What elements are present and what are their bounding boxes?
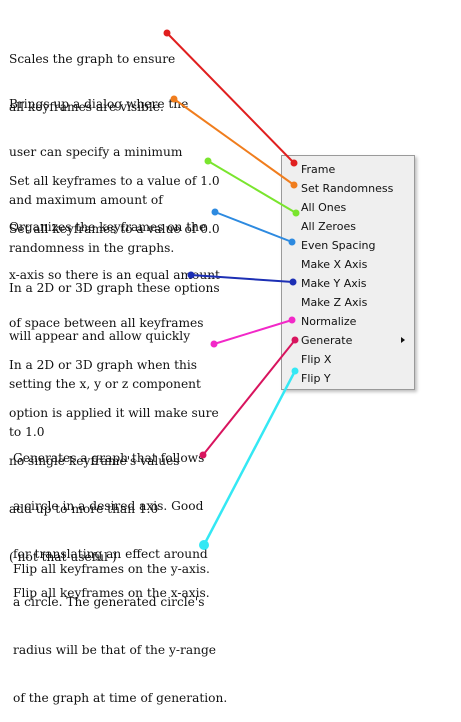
menu-item-all-zeroes[interactable]: All Zeroes: [301, 220, 356, 233]
annotation-line: add up to more than 1.0: [9, 502, 159, 516]
annotation-line: no single keyframe's values: [9, 454, 180, 468]
connector-dot: [288, 238, 296, 246]
context-menu: Frame Set Randomness All Ones All Zeroes…: [281, 155, 415, 390]
annotation-line: Generates a graph that follows: [13, 451, 205, 465]
connector-dot: [292, 209, 300, 217]
annotation-all-ones-zeroes: Set all keyframes to a value of 1.0 Set …: [9, 141, 220, 253]
annotation-flip-x: Flip all keyframes on the y-axis.: [13, 529, 210, 593]
connector-dot: [210, 340, 218, 348]
annotation-line: Brings up a dialog where the: [9, 97, 189, 111]
menu-item-generate-label: Generate: [301, 334, 353, 347]
connector-dot: [289, 278, 297, 286]
connector-generate: [199, 336, 299, 459]
connector-line: [214, 211, 293, 243]
annotation-line: a circle in a desired axis. Good: [13, 499, 204, 513]
annotation-line: user can specify a minimum: [9, 145, 183, 159]
menu-item-flip-x[interactable]: Flip X: [301, 353, 332, 366]
connector-even-spacing: [211, 208, 296, 246]
annotation-line: and maximum amount of: [9, 193, 163, 207]
annotation-line: Set all keyframes to a value of 0.0: [9, 222, 220, 236]
connector-line: [202, 370, 297, 546]
annotation-line: Organizes the keyframes on the: [9, 220, 207, 234]
connector-dot: [163, 29, 171, 37]
menu-item-all-ones[interactable]: All Ones: [301, 201, 347, 214]
annotation-frame: Scales the graph to ensure all keyframes…: [9, 19, 175, 131]
connector-set-randomness: [170, 95, 298, 189]
connector-dot: [288, 316, 296, 324]
annotation-even-spacing: Organizes the keyframes on the x-axis so…: [9, 187, 220, 347]
menu-item-make-z-axis[interactable]: Make Z Axis: [301, 296, 368, 309]
annotation-line: to 1.0: [9, 425, 45, 439]
annotation-line: radius will be that of the y-range: [13, 643, 216, 657]
menu-item-set-randomness[interactable]: Set Randomness: [301, 182, 394, 195]
annotation-line: will appear and allow quickly: [9, 329, 191, 343]
annotation-make-axis: In a 2D or 3D graph these options will a…: [9, 248, 220, 456]
annotation-normalize: In a 2D or 3D graph when this option is …: [9, 325, 219, 581]
annotation-set-randomness: Brings up a dialog where the user can sp…: [9, 64, 188, 272]
connector-line: [173, 98, 295, 186]
connector-line: [190, 274, 294, 283]
annotation-line: for translating an effect around: [13, 547, 208, 561]
connector-line: [207, 160, 297, 214]
connector-dot: [291, 336, 299, 344]
connector-make-y-axis: [187, 271, 297, 286]
annotation-line: x-axis so there is an equal amount: [9, 268, 220, 282]
connector-dot: [290, 181, 298, 189]
connector-frame: [163, 29, 298, 167]
annotation-line: option is applied it will make sure: [9, 406, 219, 420]
connector-dot: [204, 157, 212, 165]
connector-dot: [291, 367, 299, 375]
connector-dot: [290, 159, 298, 167]
menu-item-make-y-axis[interactable]: Make Y Axis: [301, 277, 367, 290]
annotation-line: Flip all keyframes on the x-axis.: [13, 586, 210, 600]
annotation-line: In a 2D or 3D graph when this: [9, 358, 198, 372]
menu-item-frame[interactable]: Frame: [301, 163, 336, 176]
connector-line: [202, 339, 296, 456]
menu-item-make-x-axis[interactable]: Make X Axis: [301, 258, 368, 271]
connector-normalize: [210, 316, 296, 348]
annotation-line: randomness in the graphs.: [9, 241, 175, 255]
connector-all-ones: [204, 157, 300, 217]
connector-flip-y: [199, 367, 299, 550]
connector-dot: [187, 271, 195, 279]
annotation-line: all keyframes are visible.: [9, 100, 164, 114]
menu-item-even-spacing[interactable]: Even Spacing: [301, 239, 376, 252]
connector-dot: [170, 95, 178, 103]
annotation-line: Scales the graph to ensure: [9, 52, 176, 66]
annotation-line: Set all keyframes to a value of 1.0: [9, 174, 220, 188]
connector-line: [166, 32, 295, 164]
connector-dot: [199, 451, 207, 459]
annotation-line: of the graph at time of generation.: [13, 691, 228, 705]
annotation-line: In a 2D or 3D graph these options: [9, 281, 220, 295]
annotation-line: Flip all keyframes on the y-axis.: [13, 562, 210, 576]
submenu-arrow-icon: [401, 337, 405, 343]
menu-item-generate[interactable]: Generate: [282, 331, 414, 350]
connector-dot: [199, 540, 209, 550]
annotation-line: of space between all keyframes: [9, 316, 204, 330]
menu-item-flip-y[interactable]: Flip Y: [301, 372, 331, 385]
annotation-line: ( not that useful ): [9, 550, 117, 564]
connector-layer: [163, 29, 300, 550]
connector-dot: [211, 208, 219, 216]
annotation-line: setting the x, y or z component: [9, 377, 201, 391]
connector-line: [213, 319, 293, 345]
menu-item-normalize[interactable]: Normalize: [301, 315, 357, 328]
